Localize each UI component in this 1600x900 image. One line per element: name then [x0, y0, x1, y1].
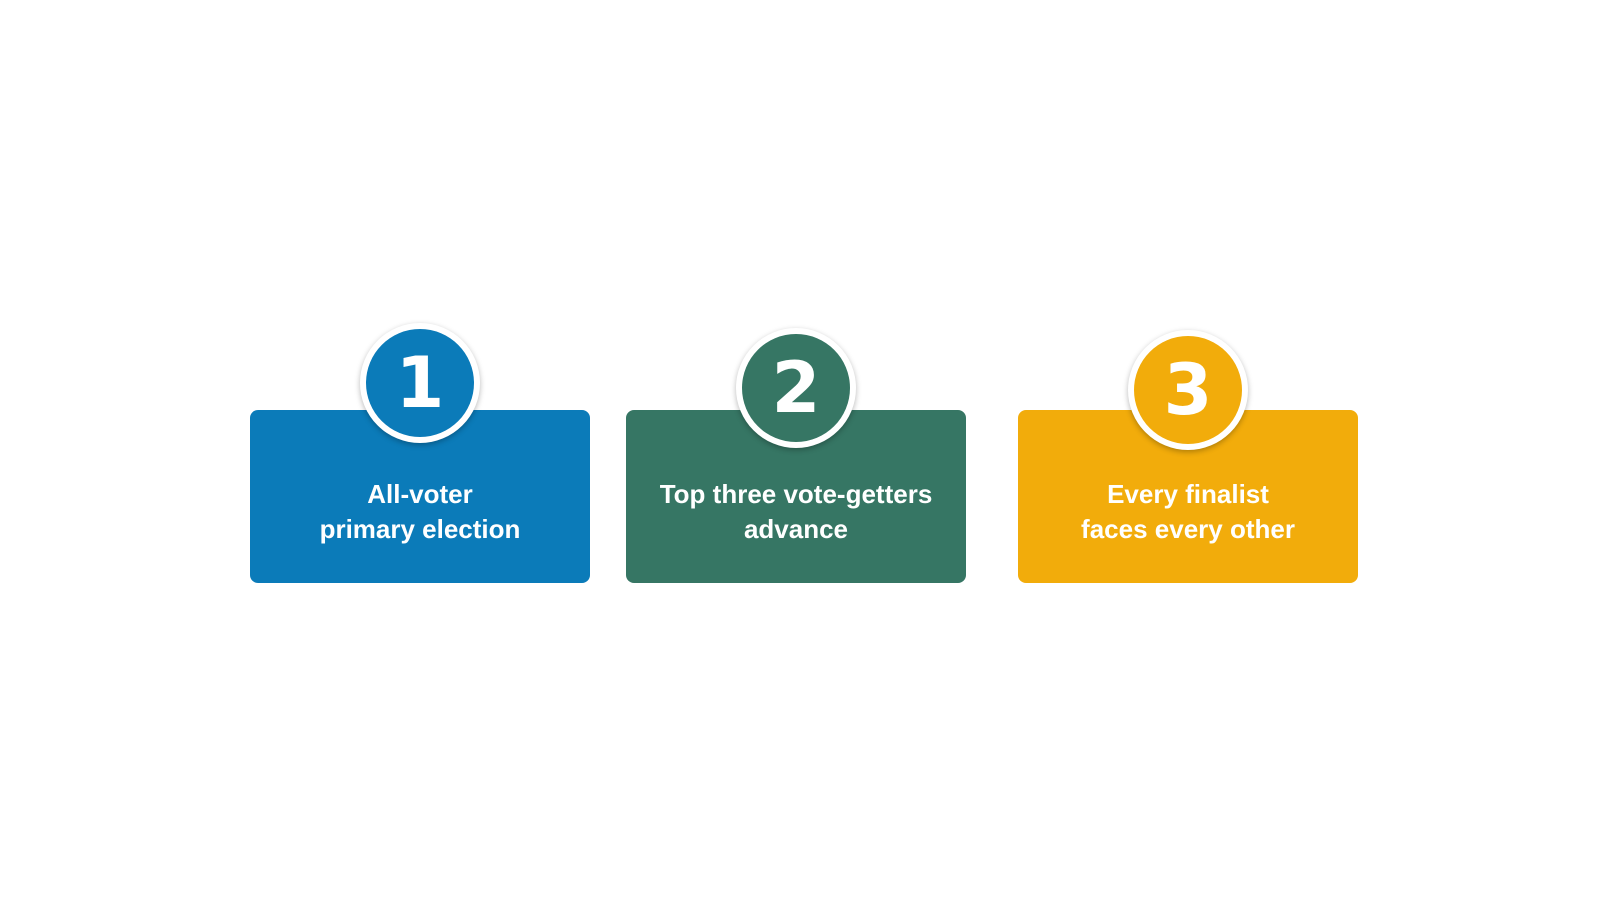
step-2-badge-ring: 2 — [736, 328, 856, 448]
step-1-number: 1 — [395, 342, 445, 424]
step-1-card: All-voter primary election 1 — [250, 323, 590, 583]
step-3-card: Every finalist faces every other 3 — [1018, 330, 1358, 583]
step-3-text: Every finalist faces every other — [1081, 478, 1295, 544]
step-1-text: All-voter primary election — [319, 478, 521, 544]
step-3-badge: 3 — [1134, 336, 1242, 444]
step-2-card: Top three vote-getters advance 2 — [626, 328, 966, 583]
step-2-text: Top three vote-getters advance — [659, 478, 933, 544]
step-3-number: 3 — [1163, 349, 1213, 431]
step-3-badge-ring: 3 — [1128, 330, 1248, 450]
step-1-badge: 1 — [366, 329, 474, 437]
step-2-number: 2 — [771, 347, 821, 429]
step-2-badge: 2 — [742, 334, 850, 442]
step-1-badge-ring: 1 — [360, 323, 480, 443]
